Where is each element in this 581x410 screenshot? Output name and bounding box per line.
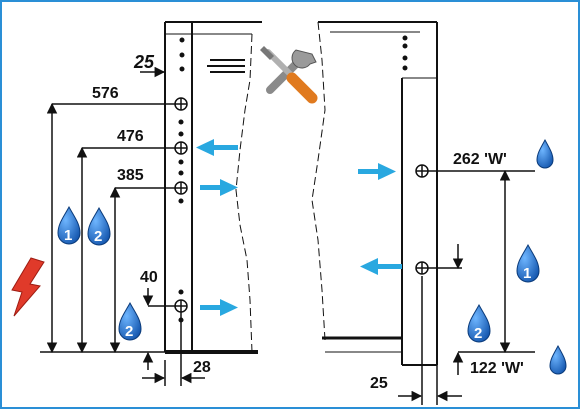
water-drop-1-left: 1 xyxy=(57,205,81,245)
dim-262-w: 262 'W' xyxy=(453,151,507,168)
water-drop-2-right: 2 xyxy=(467,303,491,343)
tools-icon xyxy=(260,46,318,104)
water-drop-1-right: 1 xyxy=(516,243,540,283)
right-connections xyxy=(415,164,429,275)
badge-label: 1 xyxy=(64,227,72,244)
arrow-in-476 xyxy=(196,139,238,156)
dim-122-w: 122 'W' xyxy=(470,360,524,377)
dim-right-offset: 25 xyxy=(370,375,388,392)
water-drop-icon-122 xyxy=(549,344,567,375)
lightning-icon xyxy=(11,257,45,317)
water-drop-2-drain: 2 xyxy=(118,301,142,341)
right-cabinet xyxy=(311,21,438,366)
connection-476 xyxy=(174,141,188,155)
left-connections xyxy=(174,97,188,323)
badge-label: 2 xyxy=(125,323,133,340)
arrow-out-385 xyxy=(200,179,238,196)
connection-385 xyxy=(174,181,188,195)
connection-576 xyxy=(174,97,188,111)
connection-262 xyxy=(415,164,429,178)
arrow-in-262 xyxy=(358,163,396,180)
dim-385: 385 xyxy=(117,167,144,184)
connection-122 xyxy=(415,261,429,275)
water-drop-icon-262 xyxy=(536,138,554,169)
badge-label: 2 xyxy=(94,228,102,245)
arrow-out-122 xyxy=(360,258,402,275)
dim-28: 28 xyxy=(193,359,211,376)
dim-left-offset: 25 xyxy=(133,52,155,72)
dimension-labels: 25 576 476 385 40 28 25 262 'W' 122 'W' xyxy=(92,52,524,392)
flow-arrows xyxy=(196,139,402,316)
dim-476: 476 xyxy=(117,128,144,145)
badge-label: 1 xyxy=(523,265,531,282)
water-drop-2-left: 2 xyxy=(87,206,111,246)
right-dimension-lines xyxy=(398,169,535,405)
left-dimension-lines xyxy=(40,66,205,386)
arrow-out-drain xyxy=(200,299,238,316)
dim-576: 576 xyxy=(92,85,119,102)
badge-label: 2 xyxy=(474,325,482,342)
dim-40: 40 xyxy=(140,269,158,286)
connection-drain xyxy=(174,299,188,313)
